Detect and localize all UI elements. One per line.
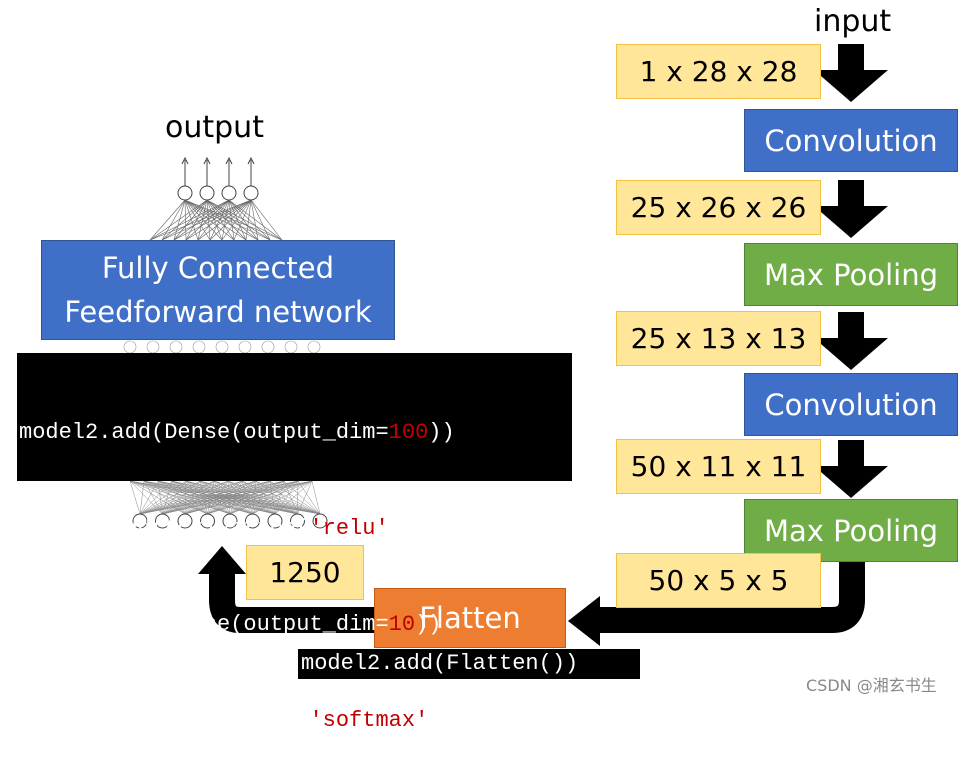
max-pooling-block-2: Max Pooling bbox=[744, 499, 958, 562]
hidden-node bbox=[261, 340, 275, 354]
code-line-2: model2.add(Activation('relu')) bbox=[19, 516, 416, 541]
dim-box-3: 25 x 13 x 13 bbox=[616, 311, 821, 366]
nn-bottom bbox=[129, 480, 328, 529]
hidden-node bbox=[169, 340, 183, 354]
fc-line-1: Fully Connected bbox=[101, 251, 335, 285]
input-node bbox=[245, 513, 260, 529]
hidden-node bbox=[284, 340, 298, 354]
hidden-node bbox=[192, 340, 206, 354]
input-node bbox=[267, 513, 283, 529]
input-node bbox=[222, 513, 238, 529]
input-node bbox=[290, 513, 305, 529]
hidden-node bbox=[215, 340, 229, 354]
flatten-code: model2.add(Flatten()) bbox=[298, 649, 640, 679]
down-arrow-2 bbox=[814, 180, 888, 238]
input-node bbox=[200, 513, 215, 529]
input-node bbox=[312, 513, 328, 529]
convolution-block-2: Convolution bbox=[744, 373, 958, 436]
diagram-graphics bbox=[123, 44, 888, 646]
hidden-node bbox=[238, 340, 252, 354]
code-line-3: model2.add(Dense(output_dim=10)) bbox=[19, 612, 442, 637]
hidden-node bbox=[146, 340, 160, 354]
hidden-node bbox=[307, 340, 321, 354]
input-node bbox=[132, 513, 148, 529]
down-arrow-3 bbox=[814, 312, 888, 370]
flat-dim-box: 1250 bbox=[246, 545, 364, 600]
nn-top bbox=[123, 156, 321, 354]
code-line-1: model2.add(Dense(output_dim=100)) bbox=[19, 420, 455, 445]
dim-box-4: 50 x 11 x 11 bbox=[616, 439, 821, 494]
watermark: CSDN @湘玄书生 bbox=[806, 676, 937, 695]
down-arrows bbox=[814, 44, 888, 498]
to-network-arrow bbox=[209, 572, 374, 633]
to-network-arrowhead bbox=[198, 546, 246, 574]
code-line-4: model2.add(Activation('softmax')) bbox=[19, 708, 455, 733]
network-code-block: model2.add(Dense(output_dim=100)) model2… bbox=[17, 353, 572, 733]
dim-box-1: 1 x 28 x 28 bbox=[616, 44, 821, 99]
to-flatten-arrowhead bbox=[568, 596, 600, 646]
down-arrow-4 bbox=[814, 440, 888, 498]
hidden-node bbox=[123, 340, 137, 354]
input-node bbox=[177, 513, 193, 529]
max-pooling-block-1: Max Pooling bbox=[744, 243, 958, 306]
output-label: output bbox=[165, 110, 264, 145]
flatten-block: Flatten bbox=[374, 588, 566, 648]
input-node bbox=[155, 513, 170, 529]
dim-box-2: 25 x 26 x 26 bbox=[616, 180, 821, 235]
down-arrow-1 bbox=[814, 44, 888, 102]
convolution-block-1: Convolution bbox=[744, 109, 958, 172]
input-label: input bbox=[814, 4, 892, 39]
dim-box-5: 50 x 5 x 5 bbox=[616, 553, 821, 608]
to-flatten-arrow bbox=[598, 562, 865, 633]
fc-line-2: Feedforward network bbox=[64, 295, 372, 329]
fully-connected-block: Fully Connected Feedforward network bbox=[41, 240, 395, 340]
